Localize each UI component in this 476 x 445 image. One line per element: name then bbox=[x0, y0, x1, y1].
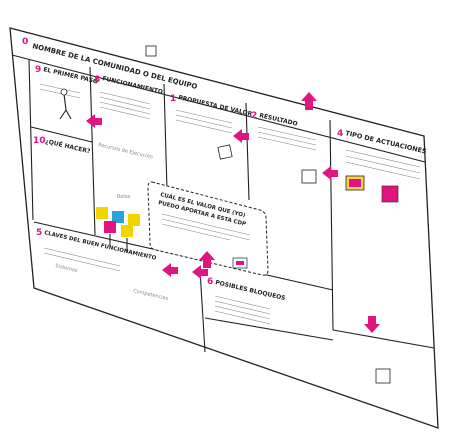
arrow-up-icon bbox=[199, 251, 215, 268]
arrow-left-icon bbox=[162, 263, 178, 277]
title-number: 0 bbox=[22, 37, 28, 47]
label-sistemas: Sistemas bbox=[55, 263, 79, 274]
placeholder-text-lines bbox=[39, 83, 421, 325]
block-number: 9 bbox=[35, 65, 41, 75]
box-icon bbox=[381, 185, 399, 203]
arrow-down-icon bbox=[364, 316, 380, 333]
arrow-left-icon bbox=[192, 265, 208, 279]
block-number: 2 bbox=[251, 111, 257, 121]
block-number: 10 bbox=[33, 136, 46, 146]
block-number: 8 bbox=[94, 75, 100, 85]
block-number: 1 bbox=[170, 94, 176, 104]
arrow-left-icon bbox=[322, 166, 338, 180]
photo-frame-icon bbox=[232, 257, 248, 269]
block-number: 4 bbox=[337, 129, 343, 139]
arrow-icons bbox=[86, 92, 380, 333]
block-number: 6 bbox=[207, 277, 213, 287]
block-number: 5 bbox=[36, 228, 42, 238]
arrow-left-icon bbox=[86, 114, 102, 128]
computer-icon bbox=[345, 175, 365, 191]
arrow-up-icon bbox=[301, 92, 317, 110]
label-roles: Roles bbox=[117, 194, 131, 200]
arrow-left-icon bbox=[233, 129, 249, 143]
center-value-box: CUÁL ES EL VALOR QUE (YO) PUEDO APORTAR … bbox=[147, 181, 269, 276]
people-group-icon bbox=[96, 207, 140, 251]
character-doodle-icon bbox=[59, 45, 391, 384]
